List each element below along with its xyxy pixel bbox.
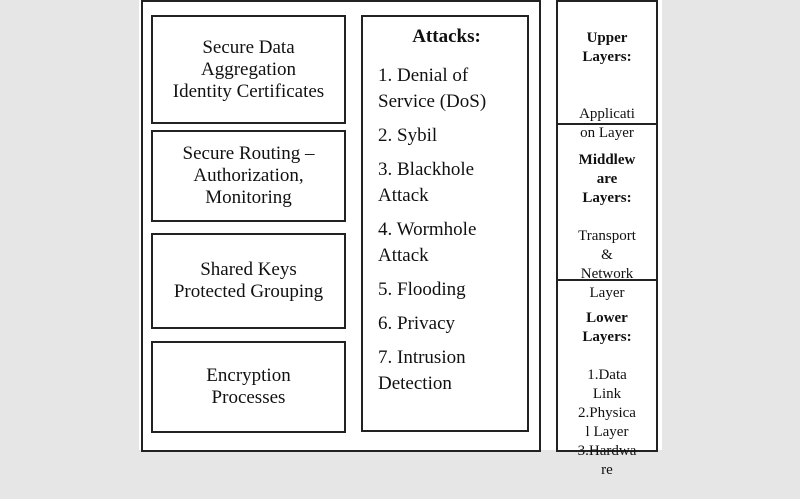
security-service-box-4: Encryption Processes — [151, 341, 346, 433]
layers-column: Upper Layers: Applicati on Layer Middlew… — [556, 0, 658, 478]
lower-layers-cell: Lower Layers: 1.Data Link 2.Physica l La… — [558, 290, 656, 499]
upper-layers-title: Upper Layers: — [582, 30, 632, 65]
lower-layers-body: 1.Data Link 2.Physica l Layer 3.Hardwa r… — [577, 367, 637, 478]
attack-item: 7. Intrusion Detection — [378, 347, 466, 394]
attack-item: 1. Denial of Service (DoS) — [378, 65, 487, 112]
layer-divider — [558, 123, 656, 125]
lower-layers-title: Lower Layers: — [582, 310, 632, 345]
upper-layers-body: Applicati on Layer — [579, 106, 635, 141]
attack-item: 5. Flooding — [378, 279, 466, 300]
attack-item: 6. Privacy — [378, 313, 456, 334]
attack-item: 3. Blackhole Attack — [378, 159, 475, 206]
security-service-box-1: Secure Data Aggregation Identity Certifi… — [151, 15, 346, 124]
attack-item: 2. Sybil — [378, 125, 438, 146]
security-service-label-1: Secure Data Aggregation Identity Certifi… — [172, 36, 325, 102]
middleware-layers-cell: Middlew are Layers: Transport & Network … — [558, 132, 656, 322]
security-service-box-2: Secure Routing – Authorization, Monitori… — [151, 130, 346, 222]
attack-item: 4. Wormhole Attack — [378, 219, 477, 266]
security-service-label-2: Secure Routing – Authorization, Monitori… — [182, 143, 315, 208]
security-service-label-3: Shared Keys Protected Grouping — [173, 259, 324, 302]
attacks-list: 1. Denial of Service (DoS) 2. Sybil 3. B… — [378, 63, 515, 397]
security-service-box-3: Shared Keys Protected Grouping — [151, 233, 346, 329]
layer-divider — [558, 279, 656, 281]
attacks-title: Attacks: — [412, 26, 481, 47]
attacks-box: Attacks: 1. Denial of Service (DoS) 2. S… — [361, 15, 529, 432]
security-service-label-4: Encryption Processes — [206, 365, 291, 408]
upper-layers-cell: Upper Layers: Applicati on Layer — [558, 10, 656, 162]
middleware-layers-title: Middlew are Layers: — [578, 152, 636, 206]
middleware-layers-body: Transport & Network Layer — [578, 228, 636, 301]
